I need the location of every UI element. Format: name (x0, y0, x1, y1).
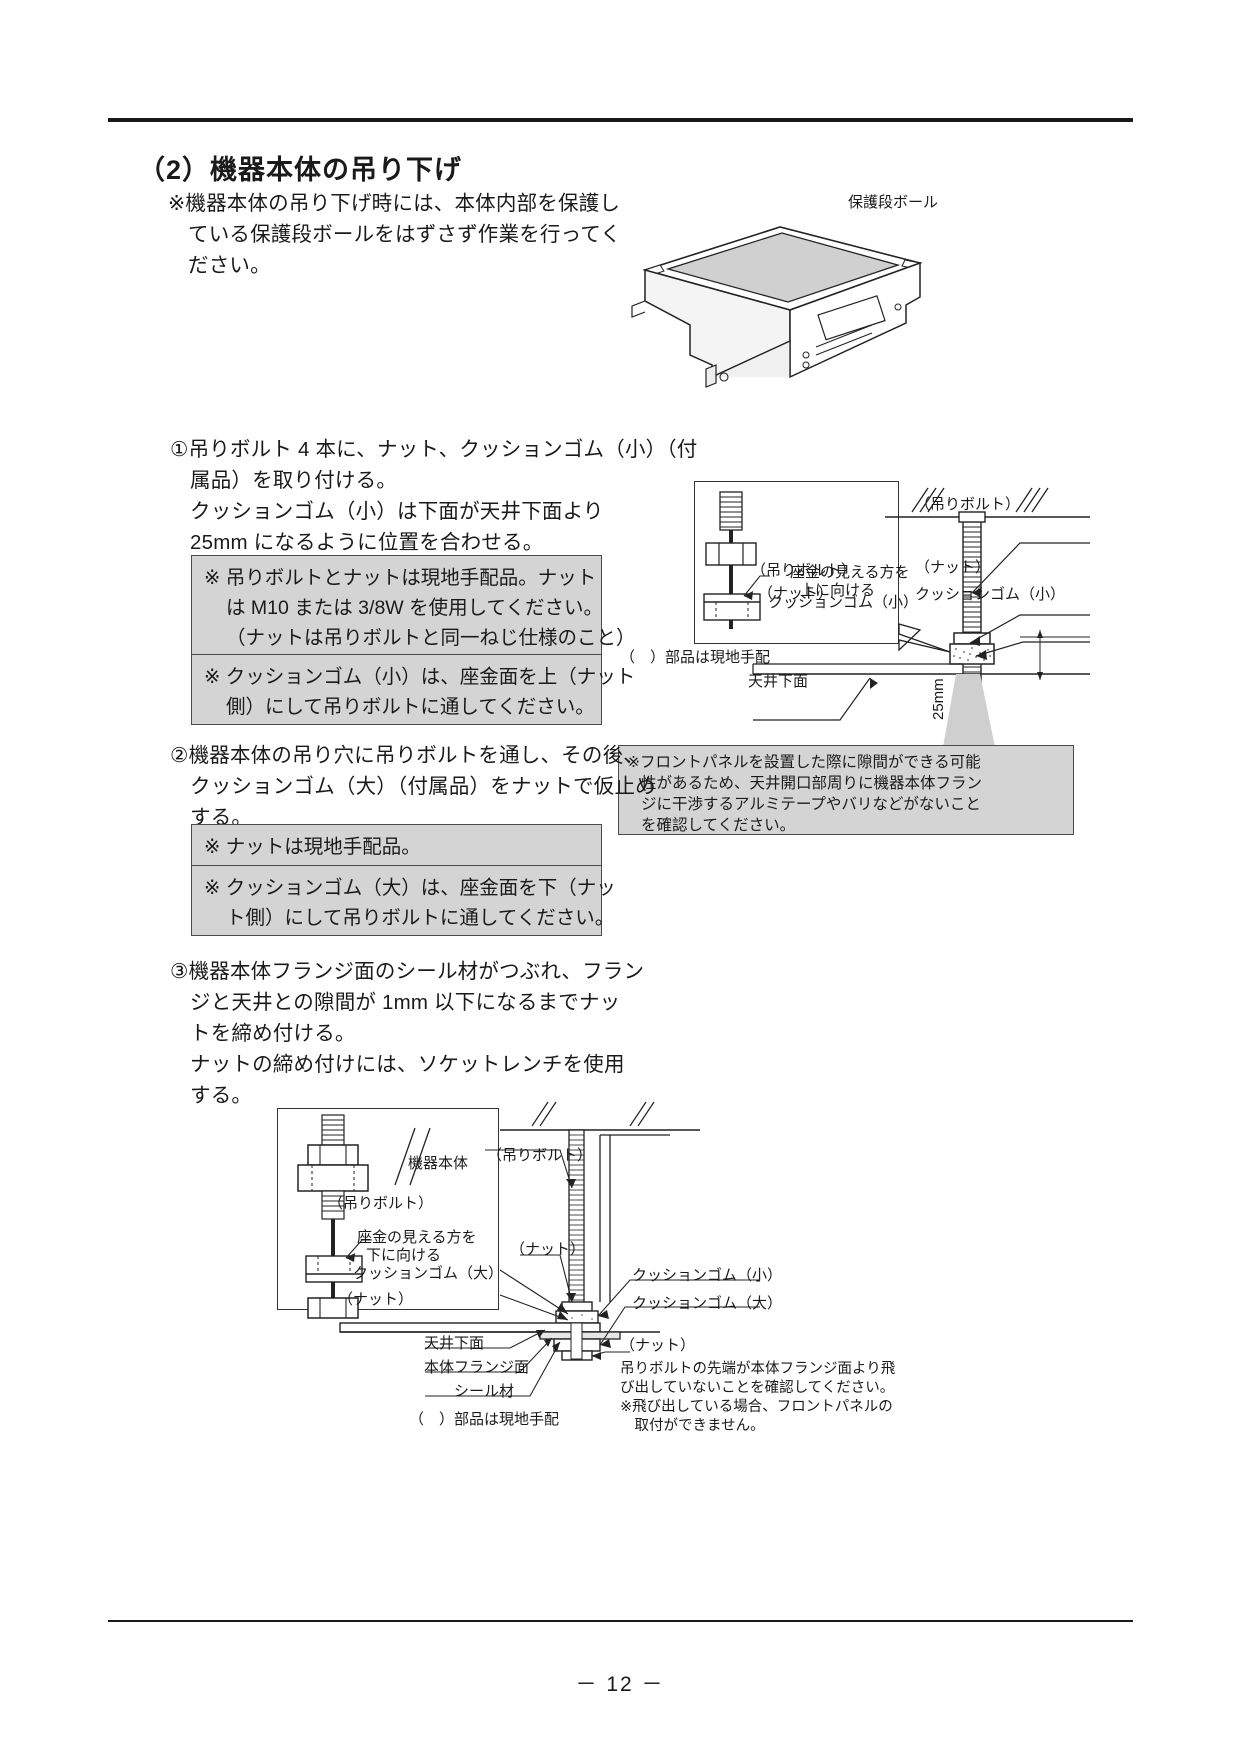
bottom-label-bolt: （吊りボルト） (487, 1147, 593, 1164)
label-dimension-25mm: 25mm (930, 678, 947, 720)
bottom-detail-label-washer-line2: 下に向ける (366, 1247, 442, 1264)
bottom-label-cushion-small: クッションゴム（小） (632, 1267, 783, 1284)
bottom-figure-footnote: （ ）部品は現地手配 (409, 1411, 560, 1428)
final-assembly-drawing (297, 1101, 760, 1397)
step-1-text: ①吊りボルト 4 本に、ナット、クッションゴム（小）（付 属品）を取り付ける。 … (170, 438, 698, 554)
bottom-label-nut-upper: （ナット） (510, 1241, 586, 1258)
page-number: － 12 － (575, 1673, 665, 1696)
label-protective-cardboard: 保護段ボール (848, 194, 939, 211)
bottom-label-ceiling: 天井下面 (424, 1335, 485, 1352)
bottom-label-flange: 本体フランジ面 (424, 1359, 530, 1376)
bottom-detail-label-washer-line1: 座金の見える方を (357, 1229, 477, 1246)
figure-mid-footnote: （ ）部品は現地手配 (620, 649, 771, 666)
step-1-note-2: ※ クッションゴム（小）は、座金面を上（ナット 側）にして吊りボルトに通してくだ… (191, 655, 635, 725)
figure-mid-warning: ※フロントパネルを設置した際に隙間ができる可能 性があるため、天井開口部周りに機… (618, 745, 1074, 835)
step-3-text: ③機器本体フランジ面のシール材がつぶれ、フラン ジと天井との隙間が 1mm 以下… (170, 960, 645, 1107)
detail-label-washer-line2: 上に向ける (800, 582, 876, 599)
step-2-note-2: ※ クッションゴム（大）は、座金面を下（ナッ ト側）にして吊りボルトに通してくだ… (191, 866, 616, 936)
label-nut: （ナット） (915, 559, 991, 576)
bottom-figure-warning: 吊りボルトの先端が本体フランジ面より飛 び出していないことを確認してください。 … (620, 1361, 896, 1434)
unit-drawing (631, 226, 923, 388)
bottom-detail-label-nut: （ナット） (338, 1291, 414, 1308)
detail-label-washer-line1: 座金の見える方を (790, 564, 910, 581)
bottom-detail-label-bolt: （吊りボルト） (328, 1195, 434, 1212)
bottom-label-seal: シール材 (454, 1383, 515, 1400)
step-2-note-1: ※ ナットは現地手配品。 (191, 824, 602, 866)
bottom-detail-label-cushion-large: クッションゴム（大） (353, 1265, 504, 1282)
label-cushion-small: クッションゴム（小） (915, 586, 1066, 603)
bottom-label-nut-lower: （ナット） (620, 1337, 696, 1354)
detail-label-nut: （ナット） (758, 585, 834, 602)
footer-rule (108, 1620, 1133, 1622)
header-rule (108, 118, 1133, 122)
section-intro: ※機器本体の吊り下げ時には、本体内部を保護し ている保護段ボールをはずさず作業を… (168, 192, 622, 277)
step-2-text: ②機器本体の吊り穴に吊りボルトを通し、その後、 クッションゴム（大）（付属品）を… (170, 744, 656, 829)
label-ceiling-surface: 天井下面 (748, 673, 809, 690)
step-1-note-1: ※ 吊りボルトとナットは現地手配品。ナット は M10 または 3/8W を使用… (191, 555, 636, 655)
section-title: （2）機器本体の吊り下げ (138, 155, 463, 185)
bottom-label-cushion-large: クッションゴム（大） (632, 1295, 783, 1312)
bottom-detail-label-body: 機器本体 (408, 1155, 469, 1172)
detail-label-bolt: （吊りボルト） (751, 562, 857, 579)
label-hanging-bolt: （吊りボルト） (915, 496, 1021, 513)
detail-label-cushion-small: クッションゴム（小） (768, 594, 919, 611)
